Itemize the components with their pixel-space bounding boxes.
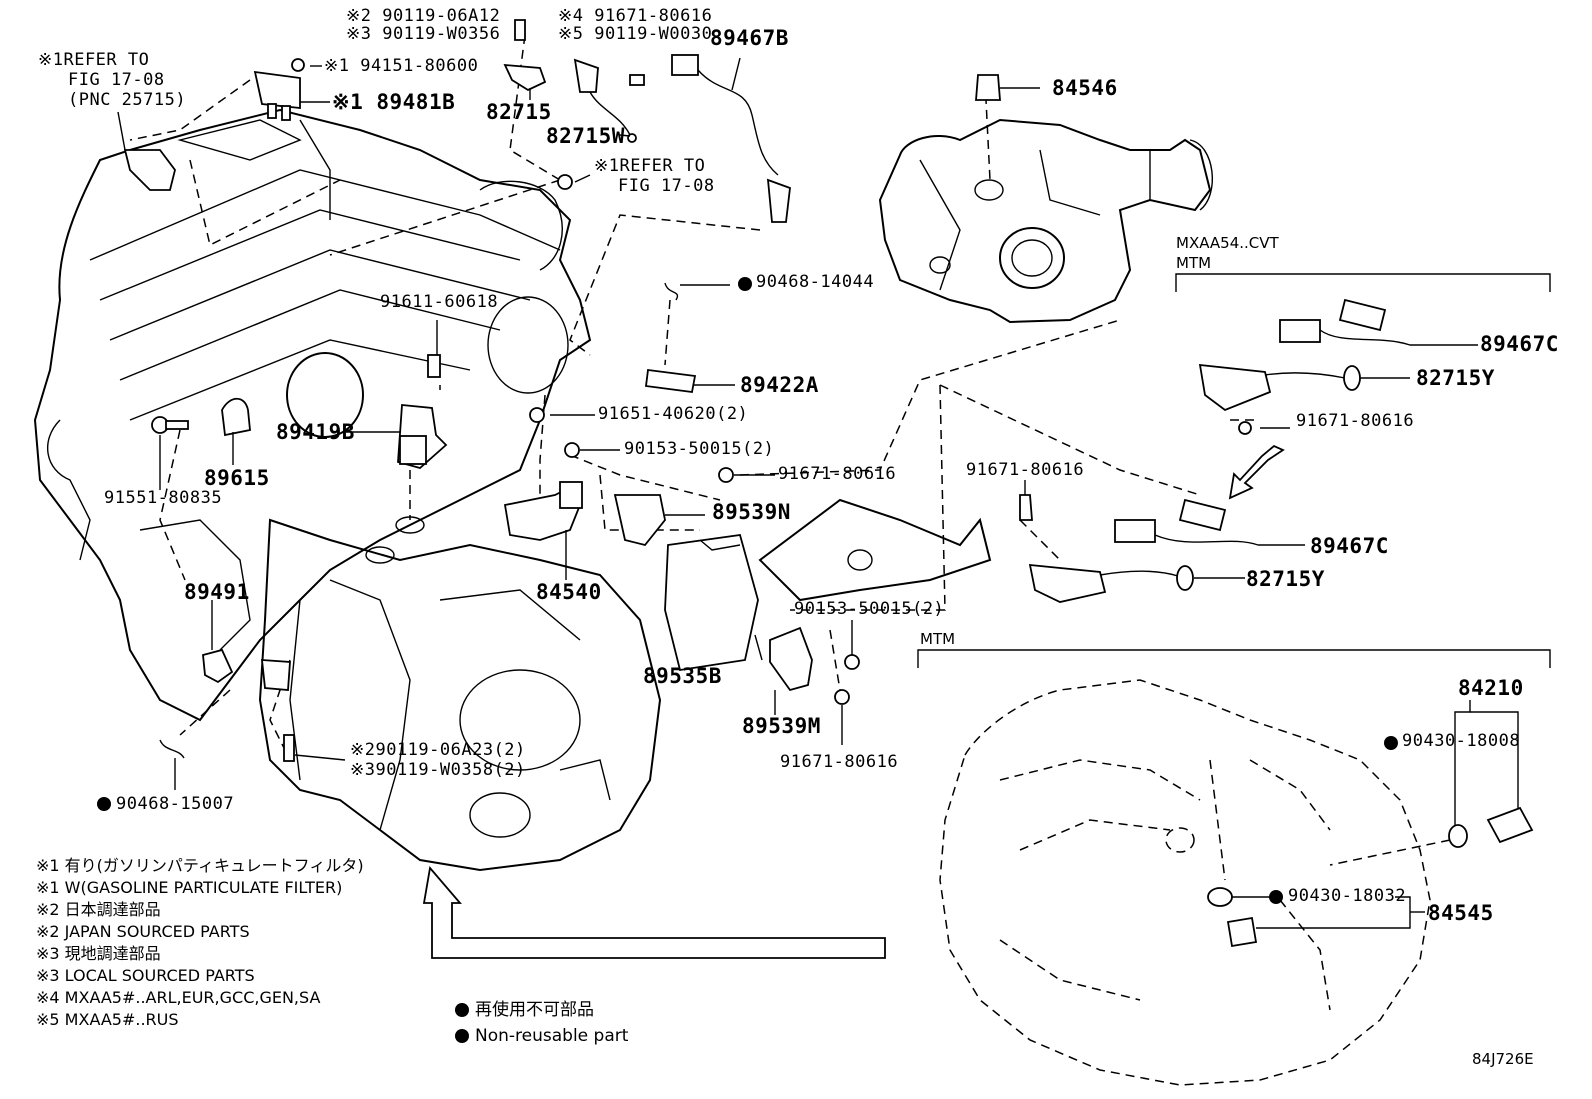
section-header-mxaa54-cvt: MXAA54..CVT <box>1176 234 1279 252</box>
cvt-transaxle-drawing <box>878 118 1213 324</box>
label-ref-fig-17-08b-line2: FIG 17-08 <box>618 176 715 196</box>
label-89539N: 89539N <box>712 500 791 524</box>
legend-jp-text: 再使用不可部品 <box>475 1000 594 1020</box>
label-90119-06A23: ※290119-06A23(2) <box>350 740 526 760</box>
label-90430-18032: 90430-18032 <box>1288 886 1407 906</box>
label-84546: 84546 <box>1052 76 1118 100</box>
legend-en: Non-reusable part <box>455 1028 628 1045</box>
note-4: ※4 MXAA5#..ARL,EUR,GCC,GEN,SA <box>36 988 321 1007</box>
label-89615: 89615 <box>204 466 270 490</box>
label-84540: 84540 <box>536 580 602 604</box>
non-reusable-dot-icon <box>455 1029 469 1043</box>
non-reusable-markers <box>97 277 1398 904</box>
section-header-mtm-bottom: MTM <box>920 630 956 648</box>
note-1-jp: ※1 有り(ガソリンパティキュレートフィルタ) <box>36 856 364 875</box>
label-91671-80616-cvt: 91671-80616 <box>966 460 1085 480</box>
label-91671-80616-mtm: 91671-80616 <box>1296 411 1415 431</box>
label-ref-fig-17-08b-line1: ※1REFER TO <box>594 156 706 176</box>
label-82715W: 82715W <box>546 124 625 148</box>
label-90119-W0030: ※5 90119-W0030 <box>558 24 713 44</box>
label-82715Y-top: 82715Y <box>1416 366 1495 390</box>
legend-en-text: Non-reusable part <box>475 1026 629 1046</box>
label-84545: 84545 <box>1428 901 1494 925</box>
mtm-transaxle-drawing <box>939 679 1431 1086</box>
label-ref-fig-17-08-line2: FIG 17-08 <box>68 70 165 90</box>
note-2-en: ※2 JAPAN SOURCED PARTS <box>36 922 250 941</box>
label-90468-15007: 90468-15007 <box>116 794 235 814</box>
label-89481B: ※1 89481B <box>332 90 456 114</box>
figure-code: 84J726E <box>1472 1050 1534 1068</box>
label-89419B: 89419B <box>276 420 355 444</box>
note-5: ※5 MXAA5#..RUS <box>36 1010 179 1029</box>
label-90468-14044: 90468-14044 <box>756 272 875 292</box>
label-94151-80600: ※1 94151-80600 <box>324 56 479 76</box>
label-89422A: 89422A <box>740 373 819 397</box>
label-89535B: 89535B <box>643 664 722 688</box>
label-90153-50015-lower: 90153-50015(2) <box>794 599 945 619</box>
label-91651-40620: 91651-40620(2) <box>598 404 749 424</box>
label-82715: 82715 <box>486 100 552 124</box>
section-header-mtm-top: MTM <box>1176 254 1212 272</box>
engine-assembly-drawing <box>33 108 992 872</box>
label-84210: 84210 <box>1458 676 1524 700</box>
label-82715Y-lower: 82715Y <box>1246 567 1325 591</box>
note-2-jp: ※2 日本調達部品 <box>36 900 161 919</box>
label-89491: 89491 <box>184 580 250 604</box>
non-reusable-dot-icon <box>455 1003 469 1017</box>
label-89539M: 89539M <box>742 714 821 738</box>
legend-jp: 再使用不可部品 <box>455 1002 594 1019</box>
note-1-en: ※1 W(GASOLINE PARTICULATE FILTER) <box>36 878 343 897</box>
note-3-en: ※3 LOCAL SOURCED PARTS <box>36 966 255 985</box>
label-90430-18008: 90430-18008 <box>1402 731 1521 751</box>
label-90119-W0358: ※390119-W0358(2) <box>350 760 526 780</box>
section-brackets <box>917 273 1551 668</box>
label-ref-fig-17-08-line1: ※1REFER TO <box>38 50 150 70</box>
label-leaders <box>117 57 1519 929</box>
label-91611-60618: 91611-60618 <box>380 292 499 312</box>
label-91551-80835: 91551-80835 <box>104 488 223 508</box>
label-89467C-lower: 89467C <box>1310 534 1389 558</box>
label-89467B: 89467B <box>710 26 789 50</box>
direction-arrows <box>422 444 1285 959</box>
label-90119-06A12: ※2 90119-06A12 <box>346 6 501 26</box>
label-91671-80616-note4: ※4 91671-80616 <box>558 6 713 26</box>
small-parts <box>123 19 1534 848</box>
label-ref-fig-17-08-line3: (PNC 25715) <box>68 90 187 110</box>
label-91671-80616-ecu: 91671-80616 <box>778 464 897 484</box>
label-90153-50015-upper: 90153-50015(2) <box>624 439 775 459</box>
label-89467C-top: 89467C <box>1480 332 1559 356</box>
label-90119-W0356: ※3 90119-W0356 <box>346 24 501 44</box>
note-3-jp: ※3 現地調達部品 <box>36 944 161 963</box>
label-91671-80616-lower: 91671-80616 <box>780 752 899 772</box>
